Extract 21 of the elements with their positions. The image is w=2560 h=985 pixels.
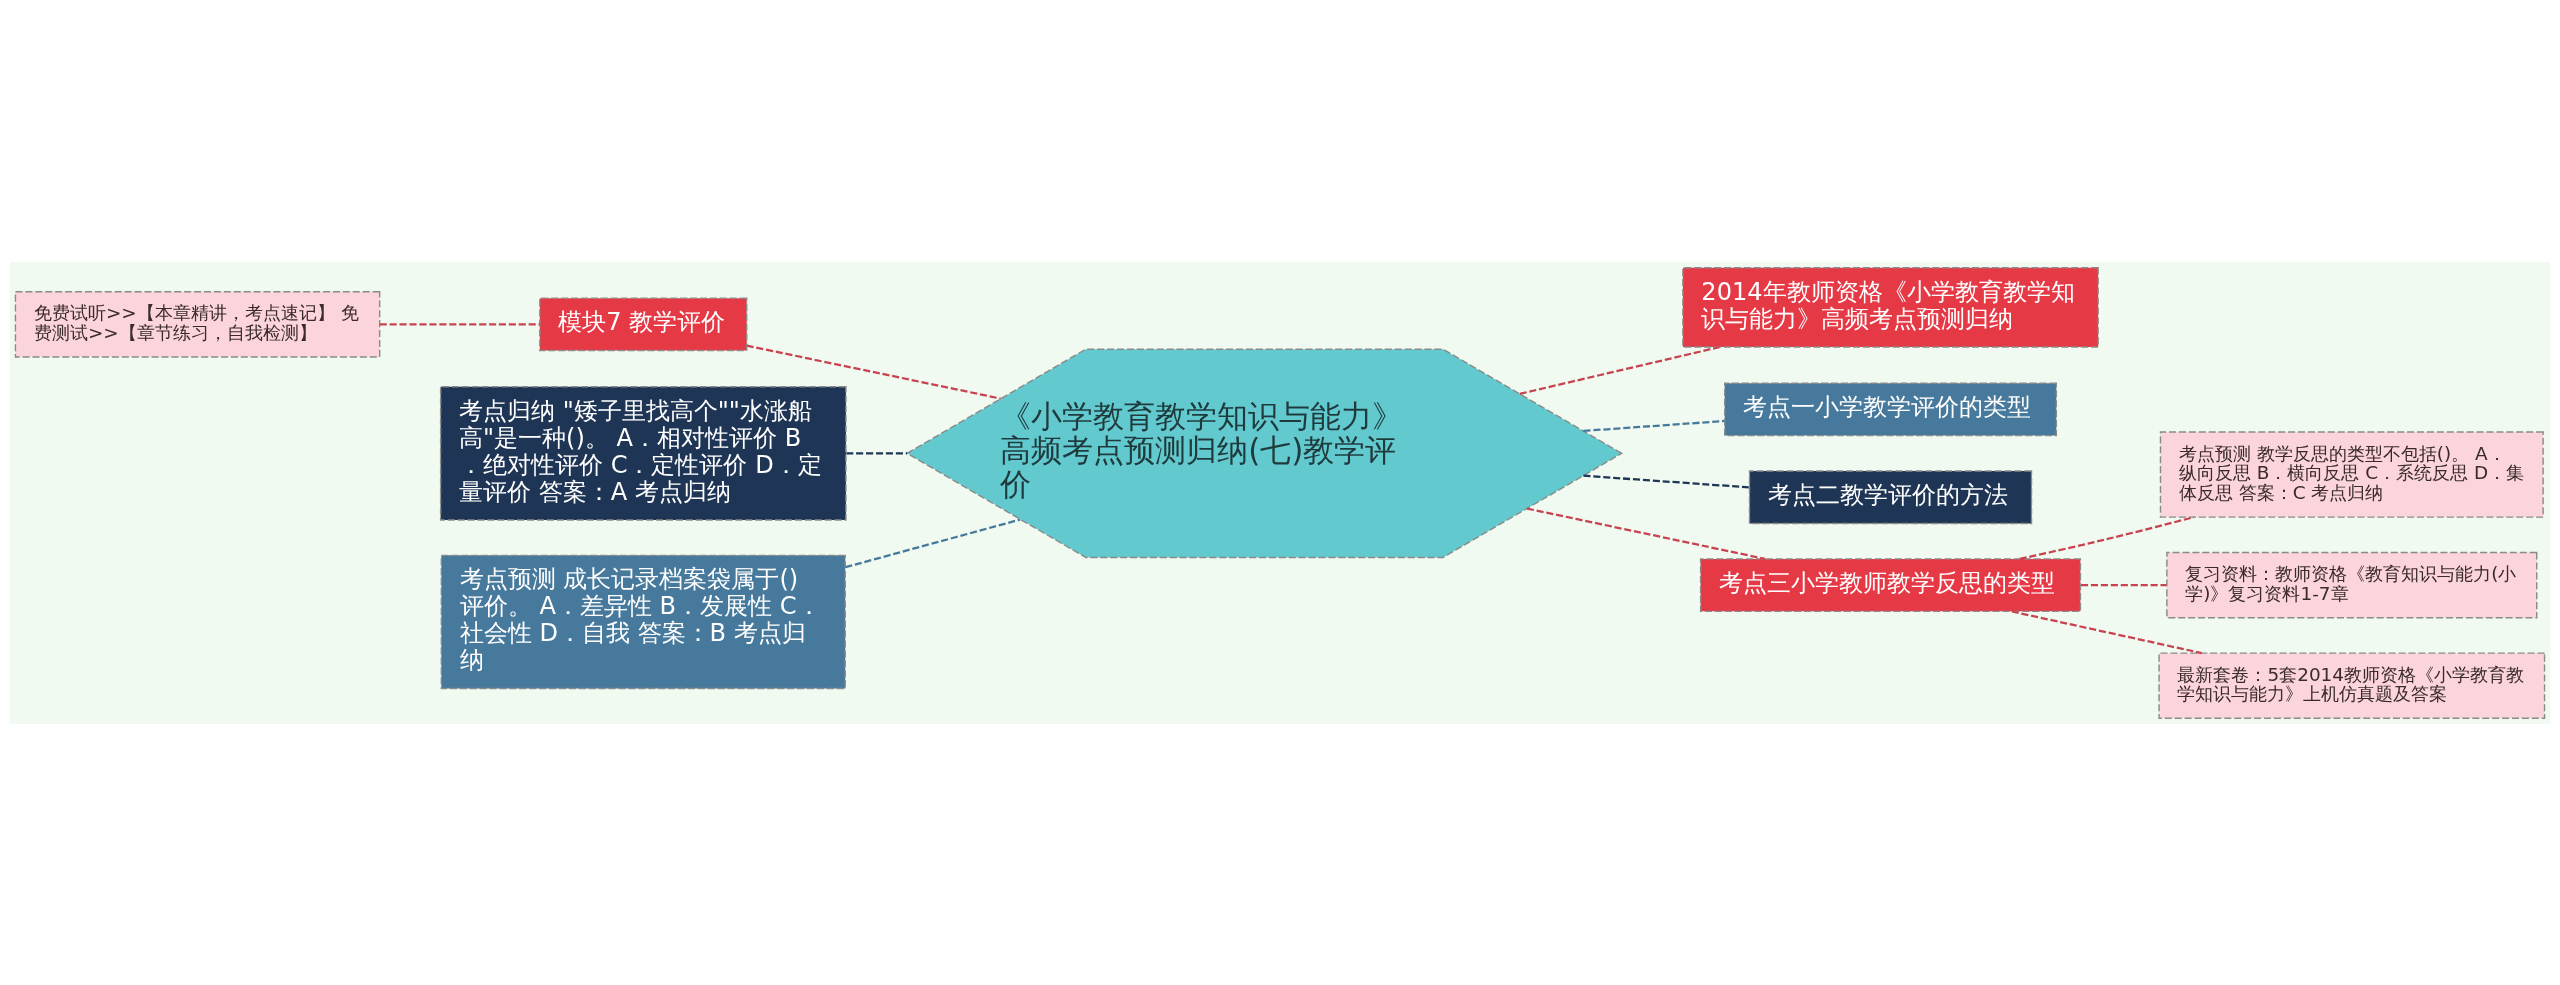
connector <box>746 344 1001 400</box>
node-box: 复习资料：教师资格《教育知识与能力(小学)》复习资料1-7章 <box>2166 551 2538 618</box>
node-box: 最新套卷：5套2014教师资格《小学教育教学知识与能力》上机仿真题及答案 <box>2158 651 2546 719</box>
connector <box>1519 345 1720 395</box>
node-box: 2014年教师资格《小学教育教学知识与能力》高频考点预测归纳 <box>1682 266 2099 348</box>
connector <box>845 517 1021 568</box>
node-box: 考点三小学教师教学反思的类型 <box>1699 557 2082 612</box>
connector <box>2081 583 2167 586</box>
node-box: 考点归纳 "矮子里找高个""水涨船高"是一种()。 A．相对性评价 B．绝对性评价 C．定性评价 D．定量评价 答案：A 考点归纳 <box>439 385 847 521</box>
node-box: 模块7 教学评价 <box>539 296 748 351</box>
node-box: 考点一小学教学评价的类型 <box>1724 381 2058 436</box>
node-box: 考点预测 成长记录档案袋属于()评价。 A．差异性 B．发展性 C．社会性 D．自我 答案：B 考点归纳 <box>440 554 846 689</box>
connector <box>846 451 908 454</box>
connector <box>1583 474 1750 489</box>
connector <box>1526 506 1766 560</box>
node-box: 考点预测 教学反思的类型不包括()。 A．纵向反思 B．横向反思 C．系统反思 D．集体反思 答案：C 考点归纳 <box>2159 430 2544 518</box>
connector <box>379 322 540 325</box>
node-box: 免费试听>>【本章精讲，考点速记】 免费测试>>【章节练习，自我检测】 <box>14 290 381 358</box>
connector <box>2019 515 2195 560</box>
node-box: 考点二教学评价的方法 <box>1748 469 2033 524</box>
connector <box>1583 419 1725 432</box>
